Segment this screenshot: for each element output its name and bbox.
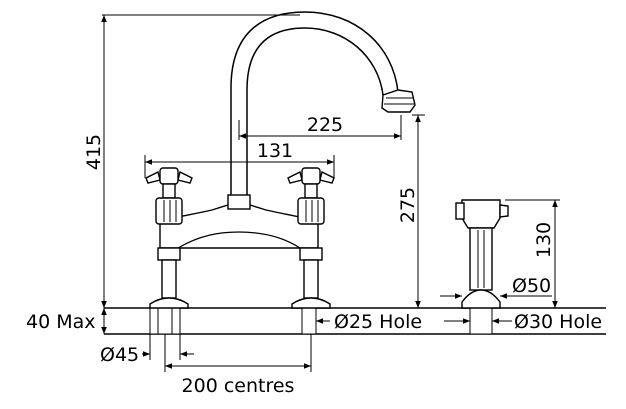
dim-spray-hole: Ø30 Hole	[492, 311, 602, 333]
label-40-max: 40 Max	[26, 311, 96, 333]
label-275: 275	[397, 187, 419, 223]
bridge-body	[159, 194, 319, 249]
label-o50: Ø50	[512, 275, 551, 297]
label-o25-hole: Ø25 Hole	[334, 311, 422, 333]
right-valve	[287, 167, 335, 309]
dim-base-dia: Ø45	[100, 334, 194, 366]
dim-overall-height: 415	[83, 14, 300, 308]
dim-handle-span: 131	[144, 140, 335, 178]
dim-spout-height: 275	[397, 114, 425, 308]
dim-centres: 200 centres	[164, 334, 312, 397]
spout	[230, 11, 416, 205]
label-o30-hole: Ø30 Hole	[514, 311, 602, 333]
dim-spray-height: 130	[505, 199, 560, 308]
label-225: 225	[307, 114, 343, 136]
dim-spray-base: Ø50	[440, 275, 552, 299]
label-200-centres: 200 centres	[182, 375, 295, 397]
dim-deck-thickness: 40 Max	[26, 308, 107, 334]
spray-handset	[455, 199, 509, 309]
label-130: 130	[533, 222, 555, 258]
label-131: 131	[257, 140, 293, 162]
dim-tap-hole: Ø25 Hole	[316, 311, 470, 333]
left-valve	[145, 167, 193, 309]
label-415: 415	[83, 134, 105, 170]
label-o45: Ø45	[100, 344, 139, 366]
dim-spout-reach: 225	[238, 114, 402, 140]
